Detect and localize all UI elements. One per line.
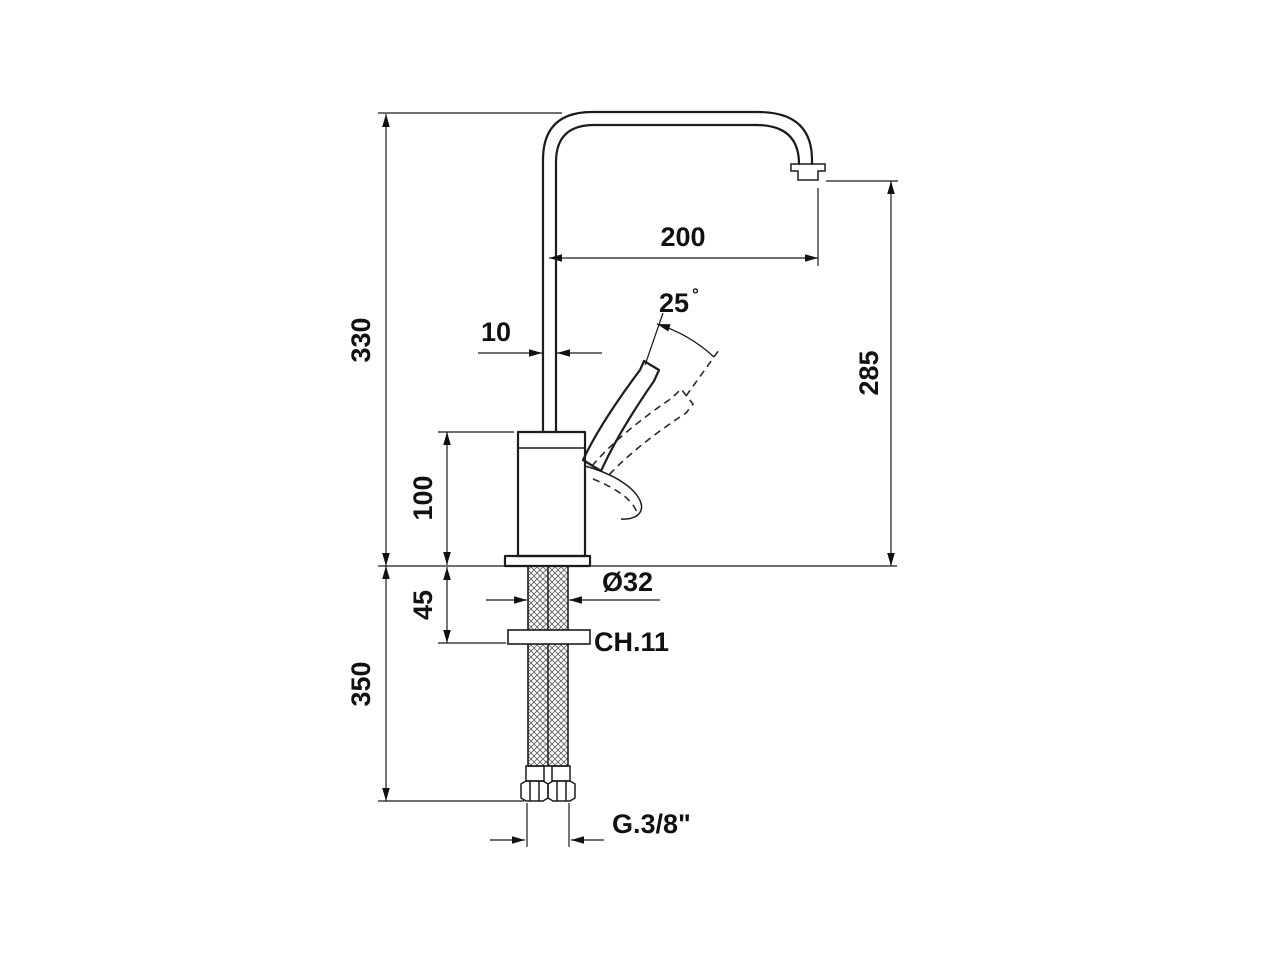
- dim-degree-symbol: °: [692, 285, 699, 304]
- handle-bracket-dashed: [592, 478, 638, 516]
- dim-thread-size-label: G.3/8": [612, 809, 691, 839]
- dim-nut-offset-label: 45: [408, 590, 438, 620]
- dim-pipe-width-label: 10: [481, 317, 511, 347]
- spout-inner-contour: [554, 123, 801, 434]
- faucet-outline: [503, 110, 826, 568]
- dim-body-height-label: 100: [408, 475, 438, 520]
- spout-outer-contour: [541, 110, 814, 434]
- dimension-annotations: 330 350 285 200 10 100 45 Ø32 CH.11 G.3/…: [346, 112, 898, 847]
- dim-handle-angle-label: 25: [659, 288, 689, 318]
- dim-wrench-size-label: CH.11: [594, 627, 669, 657]
- right-hose-nut: [547, 780, 576, 802]
- angle-axis-solid: [644, 312, 664, 366]
- dim-spout-height-label: 285: [854, 350, 884, 395]
- dim-base-diameter-label: Ø32: [602, 567, 653, 597]
- lever-handle: [581, 359, 661, 473]
- dim-spout-reach-label: 200: [660, 222, 705, 252]
- angle-arc: [656, 323, 715, 358]
- handle-bracket: [584, 465, 643, 520]
- supply-hoses: [507, 565, 591, 802]
- angle-axis-dashed: [685, 349, 720, 397]
- dim-total-height-label: 330: [346, 317, 376, 362]
- dim-hose-length-label: 350: [346, 661, 376, 706]
- spout-aerator: [790, 163, 826, 181]
- mounting-nut: [507, 629, 591, 645]
